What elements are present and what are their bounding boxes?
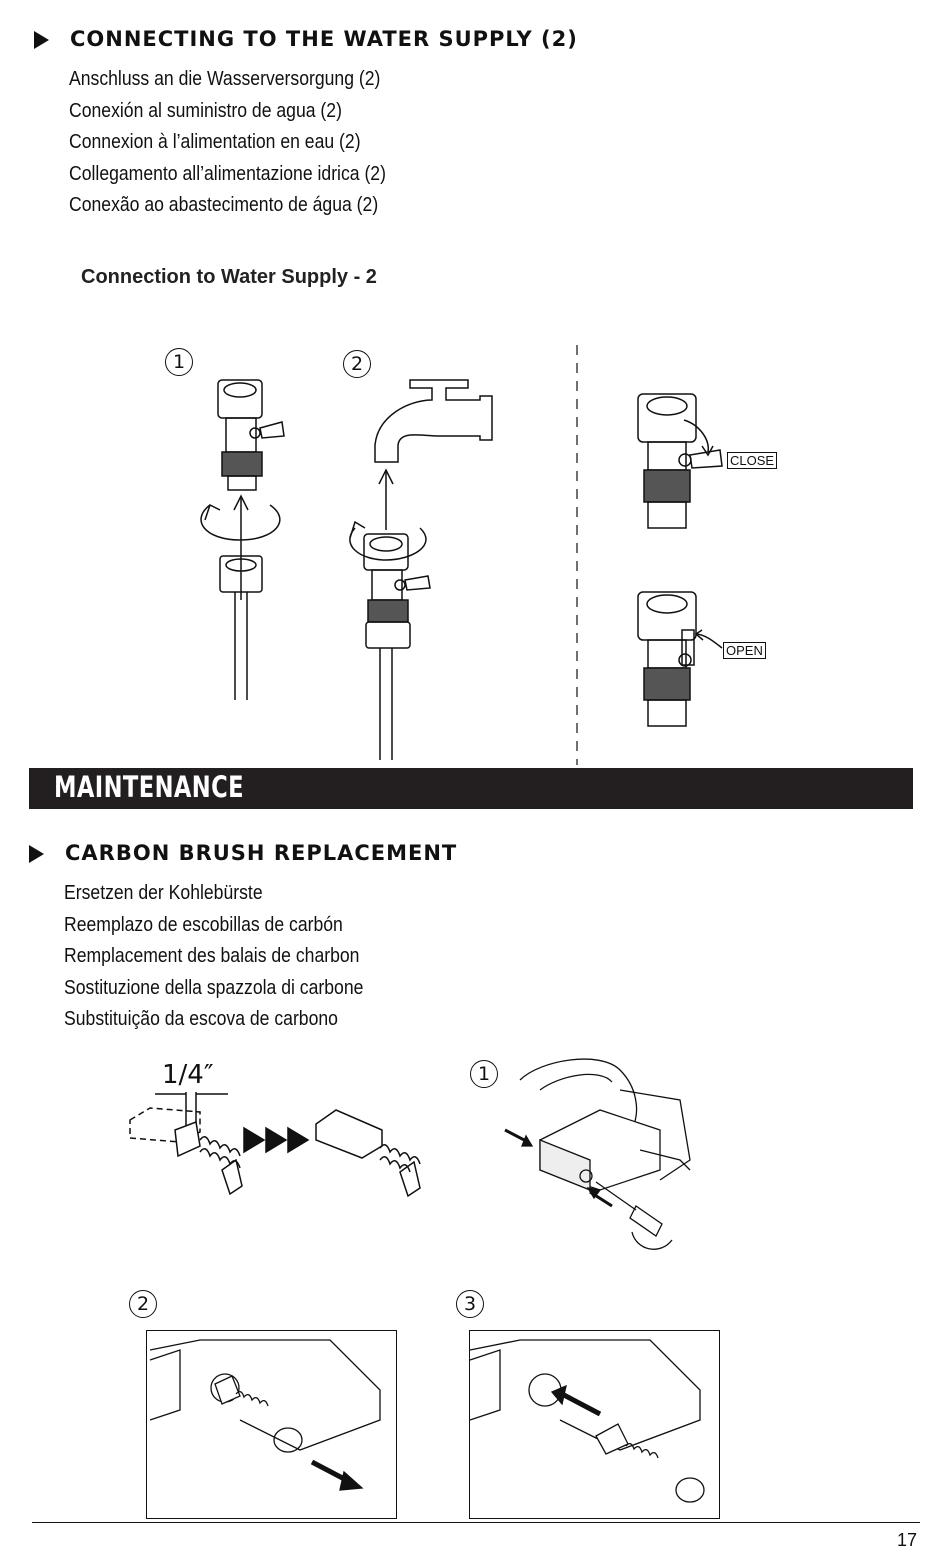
step-number-2: 2: [129, 1290, 157, 1318]
step-3-image-frame: [469, 1330, 720, 1519]
maintenance-banner: MAINTENANCE: [29, 768, 913, 809]
translation-es: Reemplazo de escobillas de carbón: [64, 913, 343, 936]
valve-close-label: CLOSE: [727, 452, 778, 469]
brush-wear-dimension: 1/4″: [162, 1060, 214, 1090]
step-number-1: 1: [470, 1060, 498, 1088]
figure-caption: Connection to Water Supply - 2: [81, 266, 377, 288]
valve-hose-illustration: [200, 345, 723, 765]
translation-fr: Connexion à l’alimentation en eau (2): [69, 131, 361, 153]
translation-fr: Remplacement des balais de charbon: [64, 945, 360, 967]
step-number-2: 2: [343, 350, 371, 378]
valve-open-label: OPEN: [723, 642, 766, 659]
translation-es: Conexión al suministro de agua (2): [69, 99, 342, 122]
section-heading-carbon-brush: CARBON BRUSH REPLACEMENT: [65, 841, 458, 865]
translation-de: Ersetzen der Kohlebürste: [64, 882, 263, 904]
translation-pt: Conexão ao abastecimento de água (2): [69, 194, 379, 216]
translation-it: Sostituzione della spazzola di carbone: [64, 976, 364, 999]
section-bullet-icon: [34, 31, 49, 49]
step-2-image-frame: [146, 1330, 397, 1519]
translation-it: Collegamento all’alimentazione idrica (2…: [69, 162, 386, 185]
water-supply-translations: Anschluss an die Wasserversorgung (2) Co…: [69, 64, 386, 222]
translation-pt: Substituição da escova de carbono: [64, 1008, 338, 1030]
step-number-1: 1: [165, 348, 193, 376]
page-number: 17: [896, 1530, 917, 1550]
maintenance-title: MAINTENANCE: [54, 770, 244, 804]
translation-de: Anschluss an die Wasserversorgung (2): [69, 68, 381, 90]
section-heading-water-supply: CONNECTING TO THE WATER SUPPLY (2): [70, 27, 578, 51]
carbon-brush-translations: Ersetzen der Kohlebürste Reemplazo de es…: [64, 878, 363, 1036]
step-number-3: 3: [456, 1290, 484, 1318]
footer-rule: [32, 1522, 920, 1523]
section-bullet-icon: [29, 845, 44, 863]
